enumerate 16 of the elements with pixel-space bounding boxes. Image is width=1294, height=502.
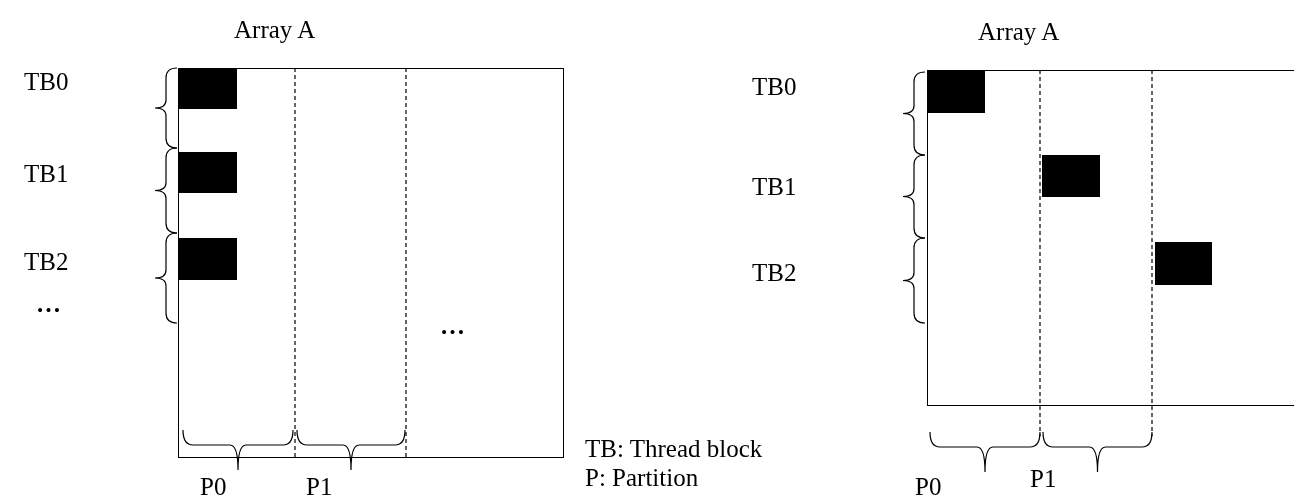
thread-block-label: TB1 (24, 161, 69, 186)
partition-label: P0 (200, 474, 227, 499)
thread-block-label: TB0 (752, 74, 797, 99)
partition-label: P0 (915, 474, 942, 499)
partition-label: P1 (306, 474, 333, 499)
array-title: Array A (978, 19, 1060, 44)
partition-label: P1 (1030, 466, 1057, 491)
thread-block-label: TB2 (752, 260, 797, 285)
ellipsis: … (440, 313, 465, 338)
legend-note: TB: Thread block (585, 436, 763, 461)
thread-block-label: TB2 (24, 249, 69, 274)
ellipsis: … (36, 291, 61, 316)
array-title: Array A (234, 17, 316, 42)
thread-block-label: TB0 (24, 69, 69, 94)
legend-note: P: Partition (585, 465, 699, 490)
thread-block-label: TB1 (752, 174, 797, 199)
